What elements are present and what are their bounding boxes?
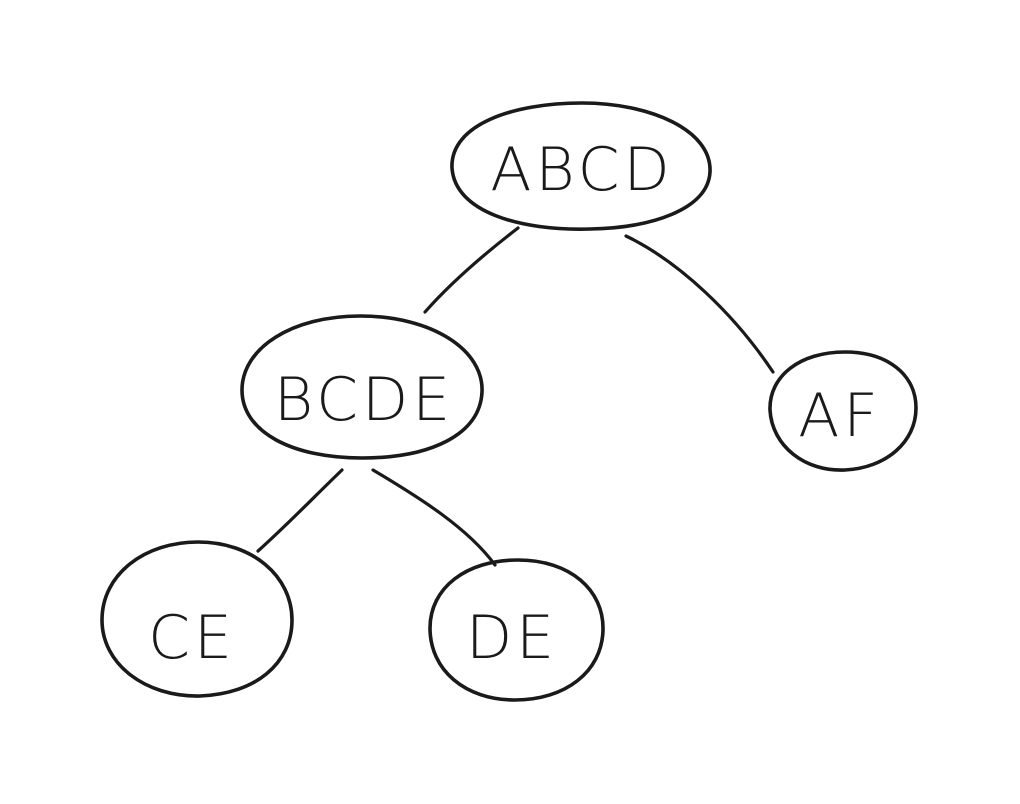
node-ce-label: CE <box>148 603 236 673</box>
edge-abcd-bcde <box>423 226 520 314</box>
node-de: DE <box>428 558 605 702</box>
edge-bcde-de <box>371 468 497 567</box>
node-bcde: BCDE <box>240 314 484 460</box>
node-bcde-label: BCDE <box>274 365 454 435</box>
node-abcd-label: ABCD <box>490 135 673 205</box>
node-de-ellipse <box>428 558 605 702</box>
node-bcde-ellipse <box>240 314 484 460</box>
node-abcd-ellipse <box>450 101 712 231</box>
node-af-ellipse <box>768 350 918 472</box>
node-de-label: DE <box>466 603 558 673</box>
node-ce-ellipse <box>100 540 294 698</box>
node-abcd: ABCD <box>450 101 712 231</box>
edges <box>256 226 775 567</box>
node-af: AF <box>768 350 918 472</box>
edge-bcde-ce <box>256 468 344 553</box>
edge-abcd-af <box>624 234 775 374</box>
node-ce: CE <box>100 540 294 698</box>
node-af-label: AF <box>798 381 882 451</box>
